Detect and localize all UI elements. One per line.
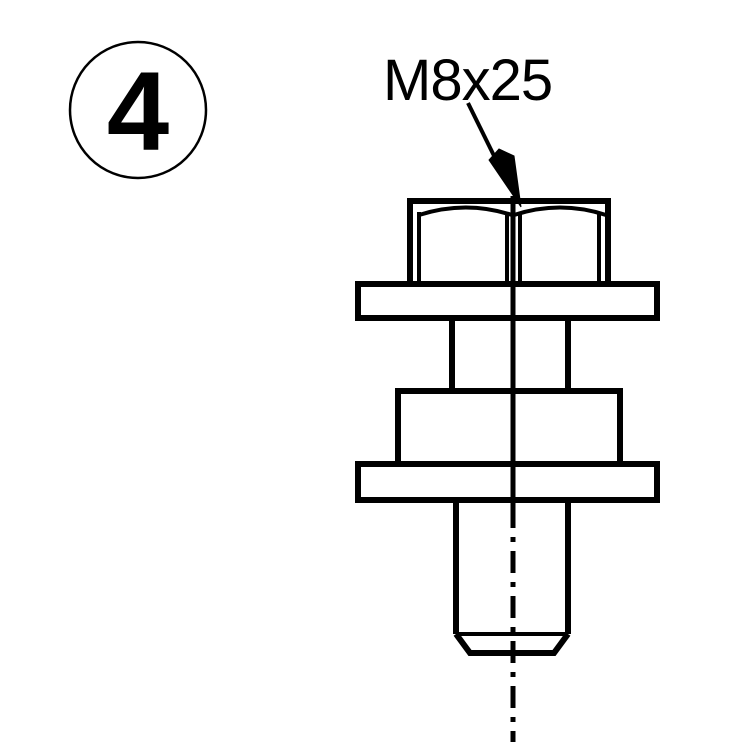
hex-head-chamfer-arc-left — [418, 205, 513, 217]
lower-flange-washer — [355, 461, 660, 503]
step-badge-circle — [68, 40, 208, 180]
hex-head-chamfer-arc-right — [513, 205, 607, 217]
fastener-assembly — [355, 198, 660, 656]
hex-head-outline — [407, 198, 611, 285]
part-label-text: M8x25 — [383, 48, 552, 113]
leader-arrowhead-icon — [488, 148, 522, 208]
step-number-text: 4 — [107, 49, 169, 174]
part-callout: M8x25 — [383, 48, 553, 208]
upper-flange-washer — [355, 281, 660, 321]
spacer-block-outline — [395, 388, 623, 464]
step-badge: 4 — [68, 40, 208, 180]
